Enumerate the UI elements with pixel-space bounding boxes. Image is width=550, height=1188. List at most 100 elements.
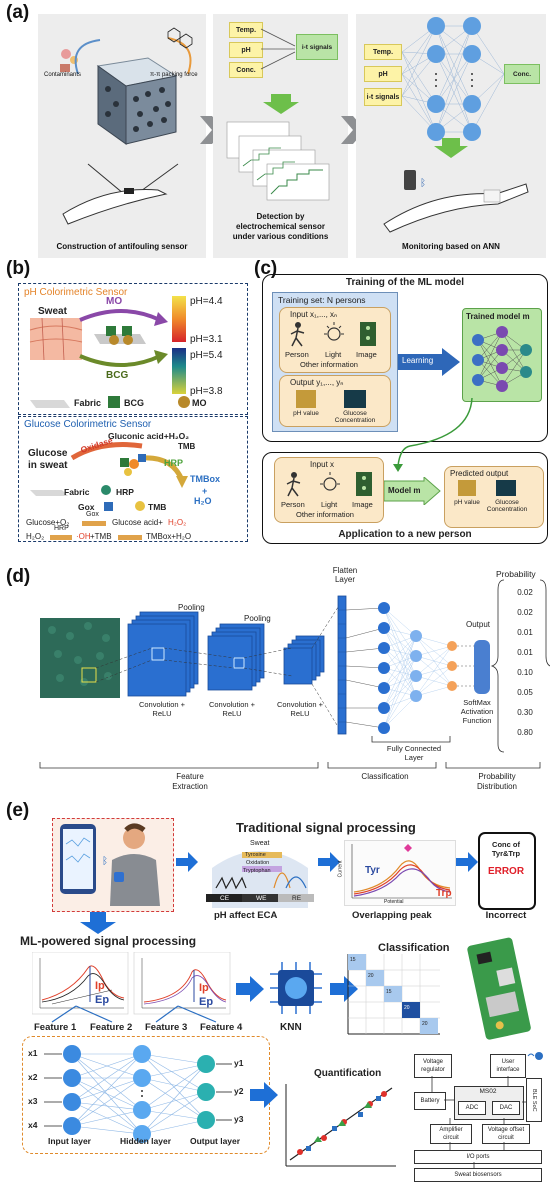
panel-a-box-2-caption-2: electrochemical sensor	[236, 222, 325, 231]
predicted-output-box	[444, 466, 544, 528]
model-m-arrow	[384, 477, 441, 505]
probability-value: 0.05	[517, 688, 533, 697]
application-frame	[262, 452, 548, 544]
probability-value: 0.10	[517, 668, 533, 677]
flatten-label: Flatten Layer	[332, 566, 358, 584]
predicted-ph-swatch	[458, 480, 476, 496]
training-frame	[262, 274, 548, 442]
panel-a-conc-box: Conc.	[229, 62, 263, 78]
overlapping-plot-box	[344, 840, 456, 906]
probability-value: 0.01	[517, 648, 533, 657]
arrow-right-icon	[318, 852, 340, 872]
eq2-enzyme: HRP	[54, 525, 69, 532]
model-m-label: Model m	[388, 486, 421, 495]
wearable-arm-illustration: ᛒ	[383, 170, 529, 233]
electrode-we: WE	[256, 895, 267, 902]
matrix-value-5: 20	[422, 1021, 428, 1027]
eq1-right-a: Glucose acid+	[112, 518, 163, 527]
ph-4-4: pH=4.4	[190, 296, 223, 307]
circuit-board-photo	[467, 937, 531, 1040]
panel-a-box-1-caption: Construction of antifouling sensor	[56, 242, 188, 251]
conc-title: Conc of Tyr&Trp	[491, 840, 521, 858]
ph-3-8: pH=3.8	[190, 386, 223, 397]
arrow-right-icon	[250, 1082, 278, 1108]
panel-a-ann-temp: Temp.	[364, 44, 402, 60]
arrow-right-icon	[236, 976, 264, 1002]
panel-a-box-2-connectors	[226, 28, 330, 201]
overlapping-label: Overlapping peak	[352, 910, 432, 921]
biosensors-box: Sweat biosensors	[414, 1168, 542, 1182]
matrix-value-1: 15	[350, 957, 356, 963]
legend2-markers	[101, 485, 145, 511]
matrix-value-3: 15	[386, 989, 392, 995]
glucose-label-2: in sweat	[28, 460, 68, 471]
app-other-info: Other information	[296, 510, 354, 519]
panel-e-label: (e)	[6, 800, 30, 821]
input-x1: x1	[28, 1048, 38, 1058]
panel-a-box-2-caption-3: under various conditions	[232, 232, 329, 241]
output-glucose-label: Glucose Concentration	[334, 410, 376, 424]
legend-bcg: BCG	[124, 398, 144, 408]
incorrect-label: Incorrect	[485, 910, 527, 921]
icon-label-light: Light	[325, 350, 342, 359]
glucose-sensor-illustration	[30, 442, 188, 496]
other-info-label: Other information	[300, 360, 358, 369]
application-input-icons	[286, 472, 372, 497]
icon-label-person: Person	[285, 350, 309, 359]
traditional-title: Traditional signal processing	[236, 820, 416, 835]
image-icon	[360, 322, 376, 346]
error-text: ERROR	[487, 866, 525, 877]
app-icon-image: Image	[352, 500, 373, 509]
eq2-left: H₂O₂	[26, 532, 45, 541]
output-label: Output	[466, 620, 491, 629]
feature-extraction-label: Feature Extraction	[172, 772, 208, 791]
predicted-glucose-label: Glucose Concentration	[486, 499, 528, 513]
dac-box: DAC	[492, 1101, 520, 1115]
output-ph-label: pH value	[293, 410, 319, 417]
softmax-label: SoftMax Activation Function	[460, 698, 494, 725]
person-icon	[290, 322, 305, 347]
trained-model-label: Trained model m	[466, 312, 530, 321]
panel-a-ph-box: pH	[229, 42, 263, 58]
tryptophan-label: Tryptophan	[243, 868, 271, 874]
error-phone	[478, 832, 536, 910]
tyrosine-label: Tyrosine	[245, 852, 266, 858]
panel-a-ann-ph: pH	[364, 66, 402, 82]
image-icon	[356, 472, 372, 496]
ph-3-1: pH=3.1	[190, 334, 223, 345]
eq1-enzyme: Gox	[86, 511, 99, 518]
eq2-right: TMBox+H₂O	[146, 532, 192, 541]
ms02-label: MS02	[479, 1088, 497, 1095]
feature-2: Feature 2	[90, 1022, 133, 1033]
legend-mo: MO	[192, 398, 207, 408]
eq2-arrow-1	[50, 535, 72, 540]
antifouling-sensor-illustration	[60, 27, 193, 225]
feature-arrows	[51, 1005, 217, 1023]
ml-title: ML-powered signal processing	[20, 934, 197, 948]
model-m-connector	[393, 397, 473, 472]
trained-model-network	[472, 326, 532, 392]
panel-a-label: (a)	[6, 2, 30, 23]
output-y2: y2	[234, 1086, 244, 1096]
legend2-hrp: HRP	[116, 487, 134, 497]
learning-arrow	[398, 348, 460, 376]
panel-a-box-3-caption: Monitoring based on ANN	[402, 242, 500, 251]
arrow-down-icon	[80, 912, 116, 934]
conv-label-2: Convolution + ReLU	[208, 700, 256, 718]
hidden-layer-label: Hidden layer	[120, 1136, 172, 1146]
tmb-top-label: TMB	[178, 442, 196, 451]
sweat-label-e: Sweat	[250, 840, 270, 847]
overlapping-peaks-plot	[351, 844, 452, 899]
bcg-label: BCG	[106, 370, 129, 381]
sweat-label: Sweat	[38, 306, 67, 317]
arrow-right-icon	[176, 852, 198, 872]
training-title: Training of the ML model	[345, 277, 465, 288]
light-icon	[324, 322, 344, 341]
plus-sign: +	[202, 486, 208, 496]
input-x4: x4	[28, 1120, 38, 1130]
circuit-connectors	[431, 1076, 526, 1168]
predicted-glucose-swatch	[496, 480, 516, 496]
ann-e-diagram	[44, 1045, 232, 1143]
panel-a-ann-output: Conc.	[504, 64, 540, 84]
panel-a-ann-signals: i-t signals	[364, 88, 402, 106]
